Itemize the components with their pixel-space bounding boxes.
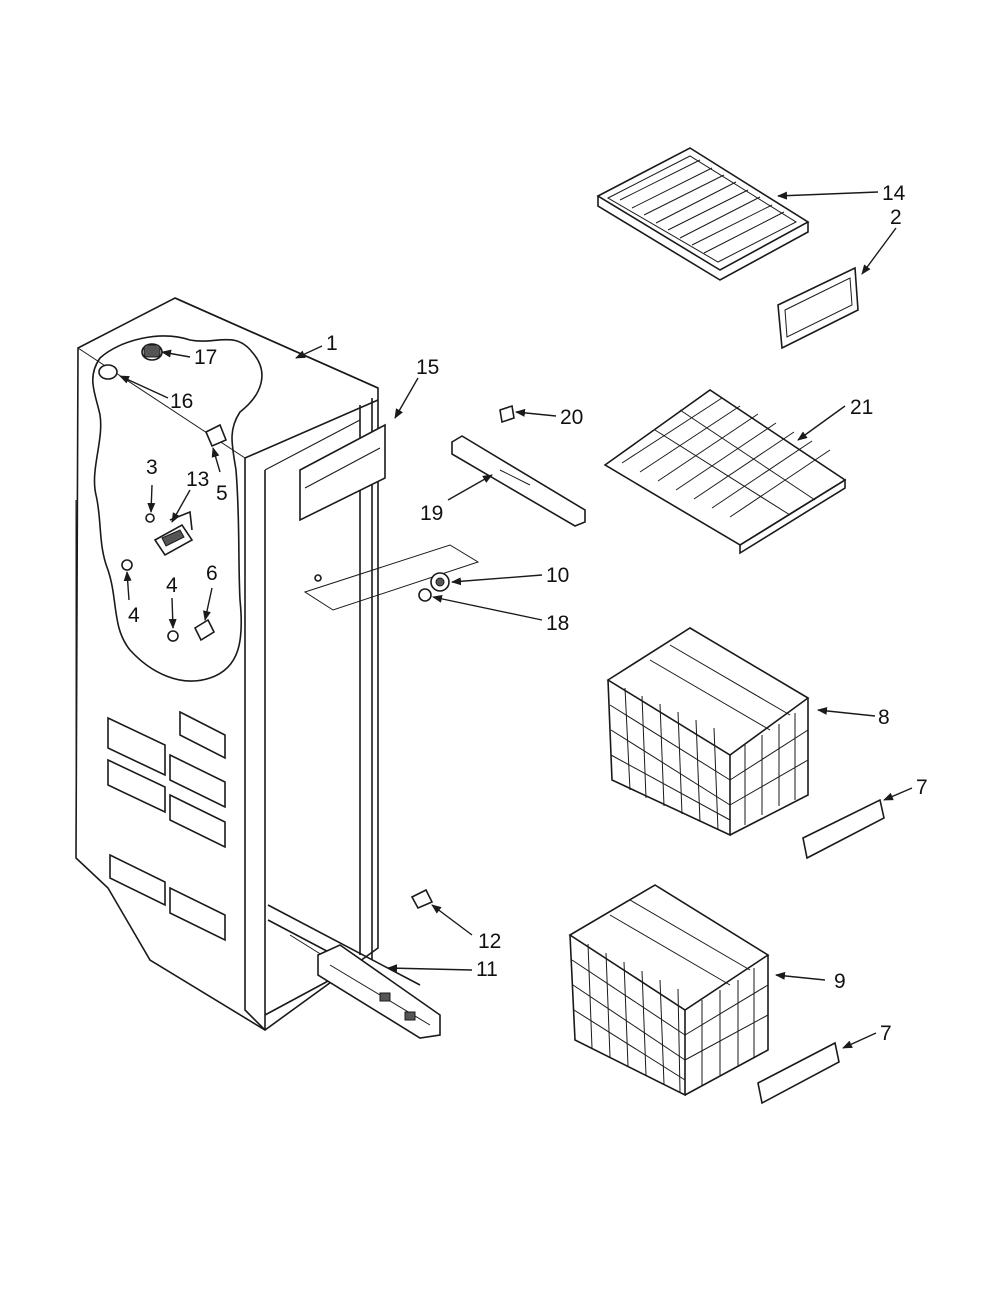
- part-20-screw: [499, 404, 515, 424]
- callout-21: 21: [850, 396, 873, 419]
- callout-7a: 7: [916, 776, 928, 799]
- callout-5: 5: [216, 482, 228, 505]
- callout-13: 13: [186, 468, 209, 491]
- callout-10: 10: [546, 564, 569, 587]
- callout-7b: 7: [880, 1022, 892, 1045]
- part-3-screw: [145, 513, 155, 523]
- callout-labels: 1 17 16 15 20 5 3 13 19 4 4 6 10 18 12 1…: [128, 182, 928, 1045]
- part-8-basket: [606, 627, 810, 837]
- part-9-basket: [568, 884, 770, 1097]
- callout-12: 12: [478, 930, 501, 953]
- callout-16: 16: [170, 390, 193, 413]
- part-18-bulb: [418, 588, 432, 602]
- callout-2: 2: [890, 206, 902, 229]
- part-17-thermostat-bulb: [141, 343, 163, 361]
- callout-14: 14: [882, 182, 906, 205]
- light-mounting-area: [303, 544, 480, 611]
- part-12-screw: [410, 888, 434, 910]
- callout-1: 1: [326, 332, 338, 355]
- part-7-basket-trim-a: [802, 798, 885, 860]
- part-6-switch: [193, 618, 216, 642]
- part-16-light-bulb: [98, 364, 118, 380]
- freezer-liner: [75, 297, 421, 1031]
- part-11-light-assembly: [317, 944, 441, 1039]
- callout-4a: 4: [128, 604, 140, 627]
- part-2-shelf-bracket: [777, 266, 859, 350]
- callout-17: 17: [194, 346, 217, 369]
- callout-4b: 4: [166, 574, 178, 597]
- part-19-bracket: [451, 435, 586, 527]
- callout-3: 3: [146, 456, 158, 479]
- part-21-wire-shelf: [603, 389, 847, 555]
- callout-9: 9: [834, 970, 846, 993]
- part-5-clip: [204, 423, 228, 448]
- part-14-shelf: [596, 147, 810, 281]
- part-4-screw-a: [121, 559, 133, 571]
- callout-15: 15: [416, 356, 439, 379]
- callout-18: 18: [546, 612, 569, 635]
- callout-20: 20: [560, 406, 583, 429]
- part-4-screw-b: [167, 630, 179, 642]
- callout-11: 11: [476, 958, 498, 981]
- part-10-socket: [430, 572, 450, 592]
- callout-8: 8: [878, 706, 890, 729]
- callout-6: 6: [206, 562, 218, 585]
- leader-lines: [119, 191, 913, 1049]
- part-7-basket-trim-b: [757, 1041, 840, 1105]
- part-13-control-housing: [153, 510, 194, 557]
- callout-19: 19: [420, 502, 443, 525]
- part-15-duct-cover: [299, 423, 386, 522]
